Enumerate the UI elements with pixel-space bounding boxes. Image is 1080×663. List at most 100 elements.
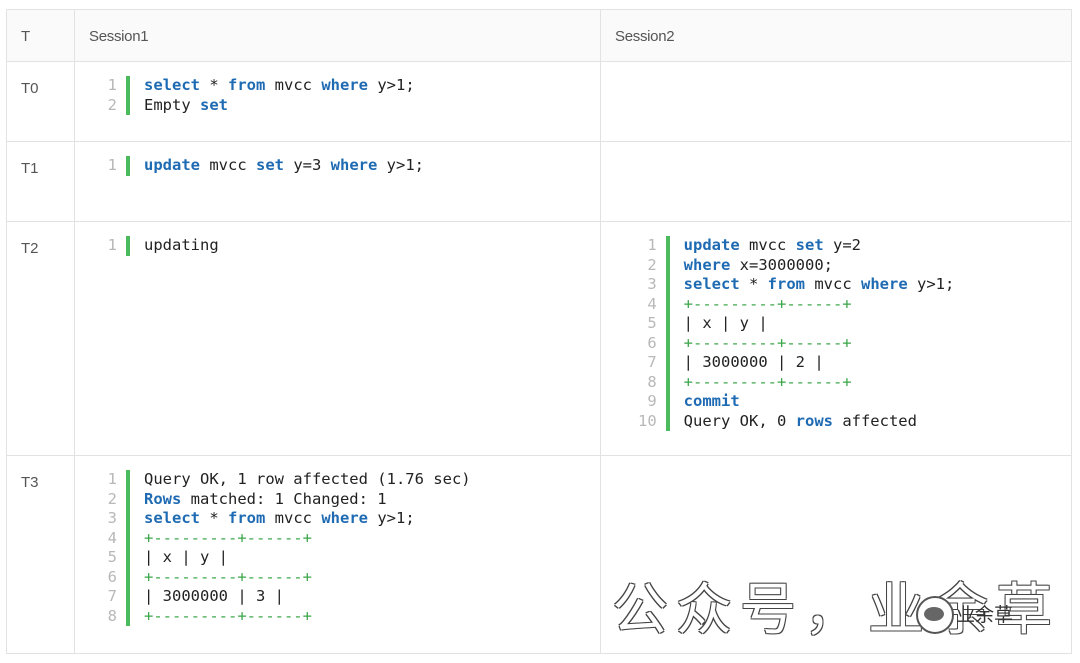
code-keyword: from <box>767 275 805 293</box>
line-number: 7 <box>107 587 117 605</box>
code-line: update mvcc set y=3 where y>1; <box>144 156 424 176</box>
code-line: Query OK, 1 row affected (1.76 sec) <box>144 470 471 490</box>
header-row: T Session1 Session2 <box>6 9 1072 62</box>
line-number: 5 <box>107 548 117 566</box>
code-line: | x | y | <box>684 314 955 334</box>
gutter-bar <box>126 470 130 626</box>
code-text: * <box>739 275 768 293</box>
session2-cell <box>600 61 1072 142</box>
code-keyword: where <box>321 76 368 94</box>
code-lines: updating <box>144 236 219 256</box>
code-text: mvcc <box>739 236 796 254</box>
code-keyword: select <box>144 76 200 94</box>
table-row: T1 1 update mvcc set y=3 where y>1; <box>6 141 1072 222</box>
time-cell: T1 <box>6 141 75 222</box>
code-text: | 3000000 | 3 | <box>144 587 284 605</box>
line-number: 1 <box>107 76 117 94</box>
code-separator: +---------+------+ <box>683 294 852 313</box>
line-number-gutter: 1 <box>99 156 126 176</box>
watermark-text: 公众号，业余草 <box>612 578 1060 643</box>
line-number: 4 <box>107 528 117 547</box>
code-keyword: set <box>200 95 228 114</box>
watermark-account: 业余草 <box>956 604 1014 626</box>
session2-cell <box>600 141 1072 222</box>
code-line: +---------+------+ <box>684 373 955 393</box>
line-number: 1 <box>107 236 117 254</box>
code-lines: update mvcc set y=3 where y>1; <box>144 156 424 176</box>
code-text: affected <box>832 411 917 430</box>
wechat-logo-icon <box>916 596 954 634</box>
code-keyword: commit <box>683 392 740 410</box>
line-number: 10 <box>638 411 657 430</box>
code-text: Query OK, 1 row affected (1.76 sec) <box>144 470 471 488</box>
line-number: 3 <box>647 275 657 293</box>
code-block: 1 updating <box>99 236 600 256</box>
header-session1: Session1 <box>74 9 601 62</box>
code-keyword: Rows <box>144 489 182 508</box>
code-line: update mvcc set y=2 <box>684 236 955 256</box>
code-text: Empty <box>144 95 200 114</box>
code-text: y=3 <box>284 156 331 174</box>
code-text: y>1; <box>377 156 425 174</box>
code-text: mvcc <box>265 76 322 94</box>
code-lines: select * from mvcc where y>1;Empty set <box>144 76 415 115</box>
code-line: | 3000000 | 2 | <box>684 353 955 373</box>
code-line: Rows matched: 1 Changed: 1 <box>144 490 471 510</box>
line-number: 6 <box>107 567 117 586</box>
code-text: * <box>200 509 228 527</box>
line-number: 2 <box>647 255 657 274</box>
code-line: +---------+------+ <box>684 295 955 315</box>
time-cell: T2 <box>6 221 75 456</box>
code-keyword: select <box>144 509 200 527</box>
line-number: 1 <box>107 470 117 488</box>
line-number: 2 <box>107 489 117 508</box>
line-number: 6 <box>647 333 657 352</box>
code-separator: +---------+------+ <box>144 567 312 586</box>
line-number-gutter: 1 <box>99 236 126 256</box>
code-lines: Query OK, 1 row affected (1.76 sec) Rows … <box>144 470 471 626</box>
line-number: 1 <box>647 236 657 254</box>
code-keyword: where <box>861 275 908 293</box>
code-text: y>1; <box>368 76 415 94</box>
header-t: T <box>6 9 75 62</box>
code-keyword: set <box>256 156 284 174</box>
code-line: +---------+------+ <box>144 529 471 549</box>
time-cell: T0 <box>6 61 75 142</box>
code-text: | x | y | <box>144 548 228 566</box>
code-line: commit <box>684 392 955 412</box>
code-line: select * from mvcc where y>1; <box>684 275 955 295</box>
code-line: | 3000000 | 3 | <box>144 587 471 607</box>
code-line: +---------+------+ <box>144 568 471 588</box>
line-number: 2 <box>107 95 117 114</box>
code-line: Empty set <box>144 96 415 116</box>
code-text: x=3000000; <box>730 255 833 274</box>
gutter-bar <box>126 236 130 256</box>
session1-cell: 1 updating <box>74 221 601 456</box>
code-text: mvcc <box>200 156 256 174</box>
code-line: select * from mvcc where y>1; <box>144 76 415 96</box>
code-line: where x=3000000; <box>684 256 955 276</box>
code-text: Query OK, 0 <box>683 411 796 430</box>
code-separator: +---------+------+ <box>144 606 312 625</box>
code-text: y=2 <box>823 236 861 254</box>
code-text: | 3000000 | 2 | <box>683 353 824 371</box>
code-keyword: update <box>683 236 740 254</box>
line-number: 9 <box>647 392 657 410</box>
code-line: select * from mvcc where y>1; <box>144 509 471 529</box>
code-keyword: from <box>228 509 266 527</box>
code-text: y>1; <box>368 509 415 527</box>
code-line: +---------+------+ <box>684 334 955 354</box>
session2-cell <box>600 455 1072 654</box>
code-text: matched: 1 Changed: 1 <box>181 489 387 508</box>
session1-cell: 1 update mvcc set y=3 where y>1; <box>74 141 601 222</box>
code-keyword: where <box>330 156 378 174</box>
code-keyword: where <box>321 509 368 527</box>
